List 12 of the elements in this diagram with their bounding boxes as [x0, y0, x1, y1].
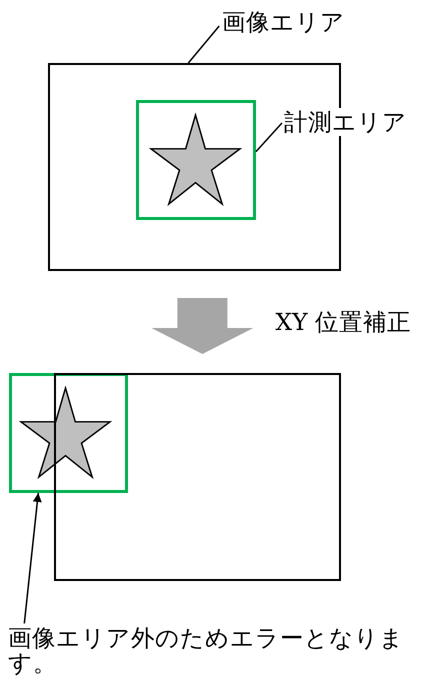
image-area-frame — [54, 373, 341, 581]
arrow — [24, 492, 42, 624]
edge-label: XY 位置補正 — [275, 308, 412, 336]
star-shape — [20, 387, 111, 478]
callout-text: 画像エリア — [222, 8, 362, 36]
block-arrow — [151, 298, 254, 354]
leader-line — [188, 26, 220, 64]
leader-line — [255, 122, 283, 152]
measurement-area-frame — [9, 373, 128, 493]
callout-text: 画像エリア外のためエラーとなります。 — [8, 626, 406, 676]
measurement-area-frame — [136, 100, 256, 220]
star-shape — [150, 114, 241, 205]
